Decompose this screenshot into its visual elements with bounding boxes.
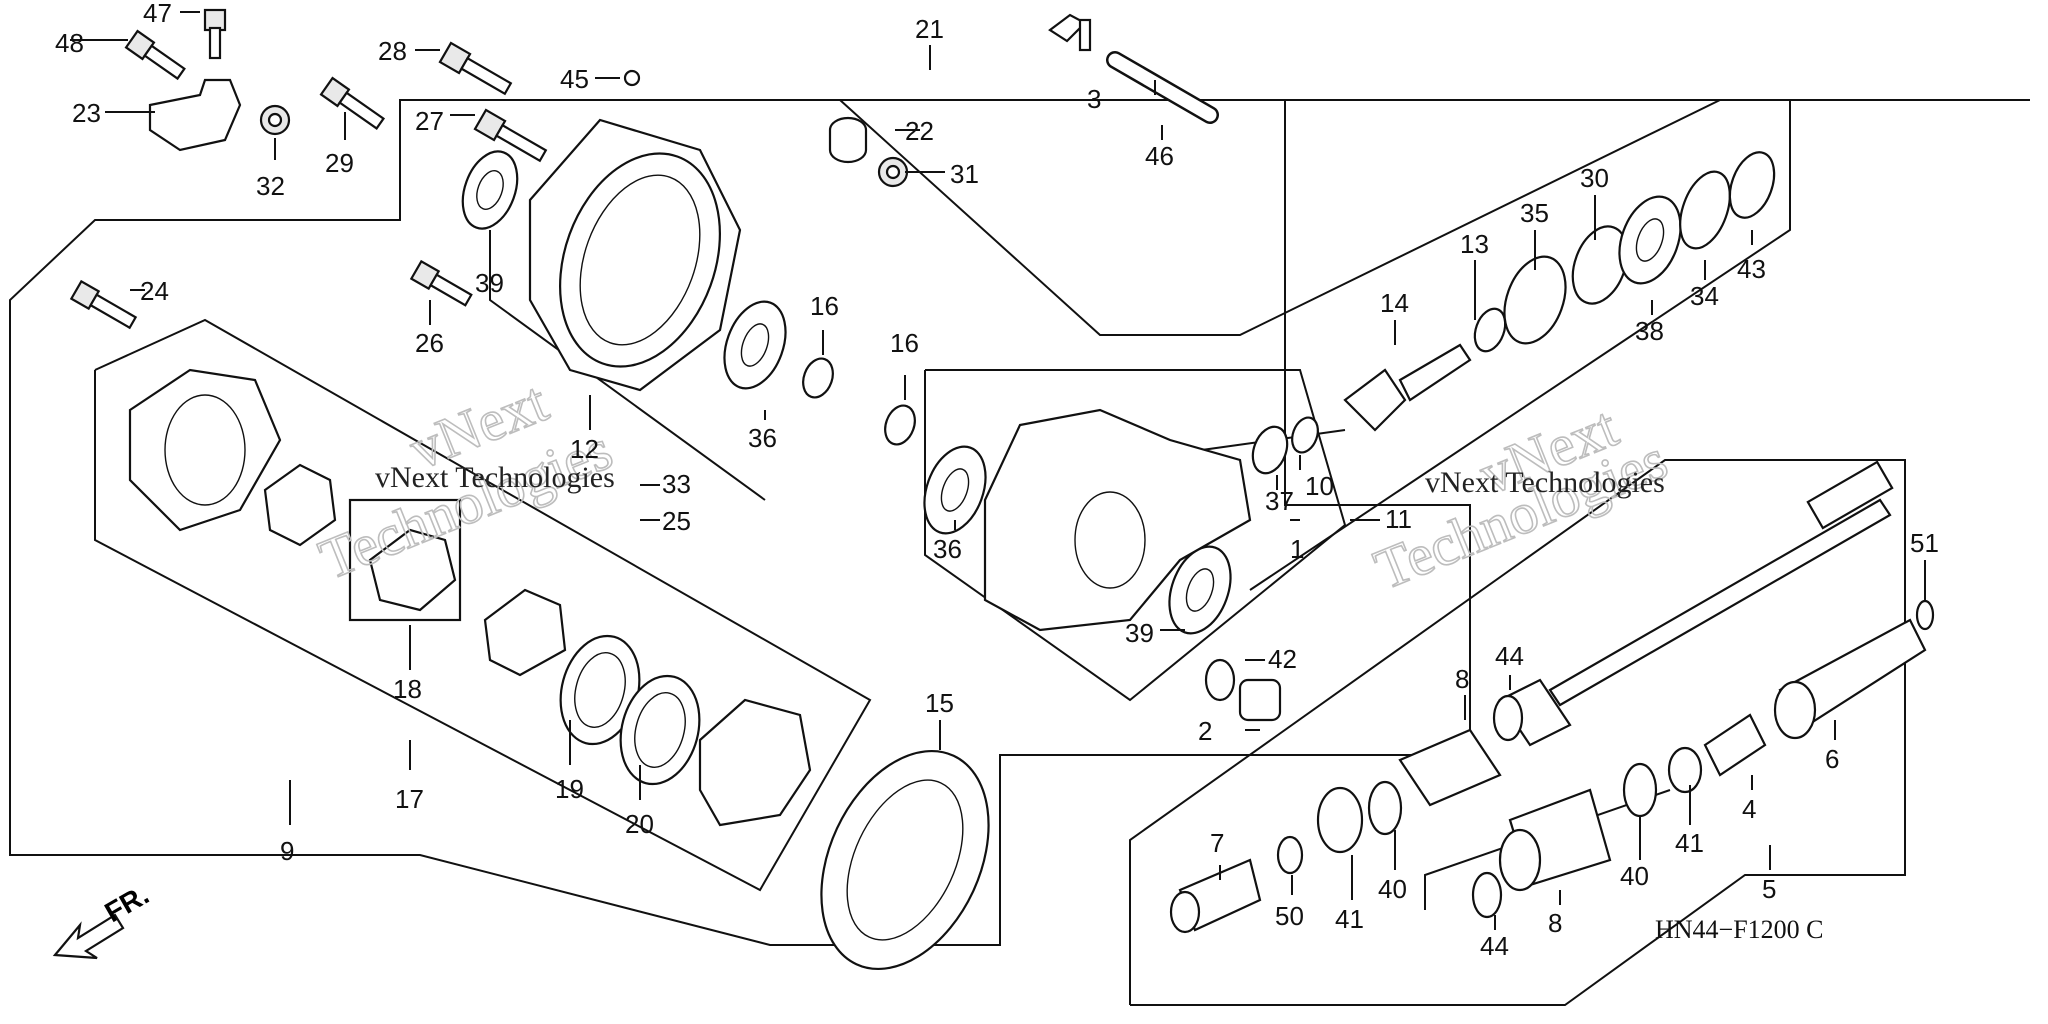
callout-47: 47 (143, 0, 172, 28)
callout-15: 15 (925, 688, 954, 718)
callout-1: 1 (1290, 534, 1304, 564)
callout-8: 8 (1548, 908, 1562, 938)
callout-20: 20 (625, 809, 654, 839)
callout-34: 34 (1690, 281, 1719, 311)
callout-41: 41 (1675, 828, 1704, 858)
callout-6: 6 (1825, 744, 1839, 774)
callouts: 47 48 23 32 29 28 27 45 21 3 46 22 31 39… (55, 0, 1939, 961)
callout-9: 9 (280, 836, 294, 866)
callout-50: 50 (1275, 901, 1304, 931)
callout-24: 24 (140, 276, 169, 306)
callout-7: 7 (1210, 828, 1224, 858)
callout-32: 32 (256, 171, 285, 201)
callout-10: 10 (1305, 471, 1334, 501)
bearings (461, 150, 1776, 722)
housing (528, 118, 742, 392)
watermark-line: vNext Technologies (375, 461, 615, 494)
final-gear-case (983, 408, 1252, 632)
diagram-code: HN44−F1200 C (1655, 915, 1824, 944)
callout-39: 39 (1125, 618, 1154, 648)
callout-29: 29 (325, 148, 354, 178)
callout-17: 17 (395, 784, 424, 814)
callout-13: 13 (1460, 229, 1489, 259)
leader-lines (70, 11, 1926, 930)
final-gear-case-bore (1074, 491, 1146, 589)
callout-27: 27 (415, 106, 444, 136)
callout-40: 40 (1378, 874, 1407, 904)
callout-36: 36 (933, 534, 962, 564)
callout-33: 33 (662, 469, 691, 499)
callout-2: 2 (1198, 716, 1212, 746)
callout-30: 30 (1580, 163, 1609, 193)
callout-48: 48 (55, 28, 84, 58)
callout-16: 16 (890, 328, 919, 358)
callout-36: 36 (748, 423, 777, 453)
callout-23: 23 (72, 98, 101, 128)
callout-25: 25 (662, 506, 691, 536)
callout-12: 12 (570, 434, 599, 464)
callout-45: 45 (560, 64, 589, 94)
callout-37: 37 (1265, 486, 1294, 516)
callout-11: 11 (1385, 504, 1412, 534)
watermark-right: vNext Technologies vNext Technologies (1365, 393, 1677, 603)
watermark-line: vNext Technologies (1425, 466, 1665, 499)
callout-21: 21 (915, 14, 944, 44)
callout-39: 39 (475, 268, 504, 298)
callout-51: 51 (1910, 528, 1939, 558)
callout-31: 31 (950, 159, 979, 189)
callout-4: 4 (1742, 794, 1756, 824)
differential (128, 368, 812, 827)
callout-40: 40 (1620, 861, 1649, 891)
watermark-left: vNext Technologies vNext Technologies (310, 368, 622, 593)
bracket (148, 78, 242, 152)
callout-14: 14 (1380, 288, 1409, 318)
callout-38: 38 (1635, 316, 1664, 346)
hose (623, 13, 1219, 124)
callout-46: 46 (1145, 141, 1174, 171)
callout-26: 26 (415, 328, 444, 358)
callout-41: 41 (1335, 904, 1364, 934)
front-arrow-icon (52, 913, 125, 960)
callout-5: 5 (1762, 874, 1776, 904)
drive-shaft (1169, 460, 1935, 934)
callout-8: 8 (1455, 664, 1469, 694)
ring-gear (820, 749, 990, 971)
callout-28: 28 (378, 36, 407, 66)
callout-44: 44 (1495, 641, 1524, 671)
bolts (69, 8, 909, 330)
callout-3: 3 (1087, 84, 1101, 114)
group-outlines (9, 99, 2030, 1006)
callout-43: 43 (1737, 254, 1766, 284)
front-direction-indicator: FR. (52, 879, 154, 960)
callout-22: 22 (905, 116, 934, 146)
callout-19: 19 (555, 774, 584, 804)
callout-35: 35 (1520, 198, 1549, 228)
callout-18: 18 (393, 674, 422, 704)
callout-16: 16 (810, 291, 839, 321)
pinion (1343, 343, 1472, 432)
callout-42: 42 (1268, 644, 1297, 674)
callout-44: 44 (1480, 931, 1509, 961)
